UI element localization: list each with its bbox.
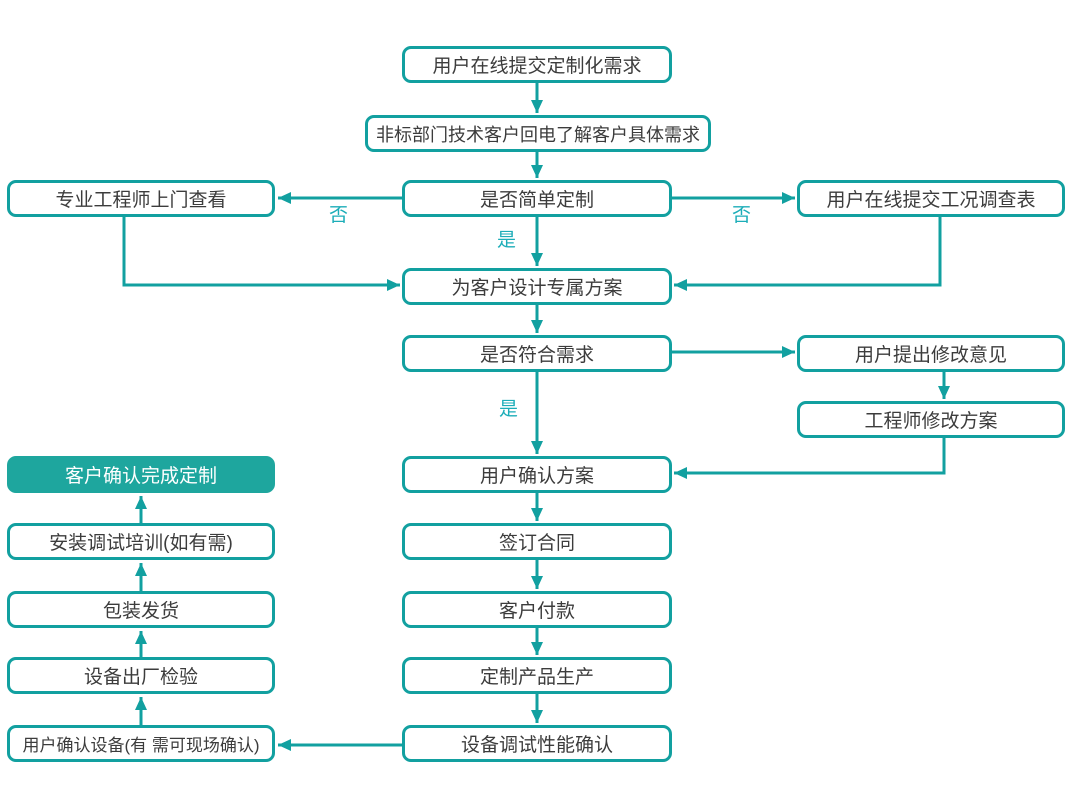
- node-factory-test: 设备出厂检验: [7, 657, 275, 694]
- node-feedback: 用户提出修改意见: [797, 335, 1065, 372]
- node-payment: 客户付款: [402, 591, 672, 628]
- branch-label-yes-meets: 是: [499, 399, 519, 420]
- node-submit-request: 用户在线提交定制化需求: [402, 46, 672, 83]
- node-production: 定制产品生产: [402, 657, 672, 694]
- node-confirm-device: 用户确认设备(有 需可现场确认): [7, 725, 275, 762]
- edge-revise-to-confirmplan: [674, 438, 946, 479]
- node-shipping: 包装发货: [7, 591, 275, 628]
- node-design-plan: 为客户设计专属方案: [402, 268, 672, 305]
- node-simple-check: 是否简单定制: [402, 180, 672, 217]
- edge-survey-to-design: [674, 217, 942, 291]
- branch-label-yes-simple: 是: [497, 230, 517, 251]
- node-callback: 非标部门技术客户回电了解客户具体需求: [365, 115, 711, 152]
- branch-label-no-left: 否: [329, 205, 349, 226]
- node-performance-check: 设备调试性能确认: [402, 725, 672, 762]
- node-revise-plan: 工程师修改方案: [797, 401, 1065, 438]
- node-sign-contract: 签订合同: [402, 523, 672, 560]
- branch-label-no-right: 否: [732, 205, 752, 226]
- edge-visit-to-design: [122, 217, 400, 291]
- node-confirm-plan: 用户确认方案: [402, 456, 672, 493]
- node-engineer-visit: 专业工程师上门查看: [7, 180, 275, 217]
- node-training: 安装调试培训(如有需): [7, 523, 275, 560]
- node-survey-form: 用户在线提交工况调查表: [797, 180, 1065, 217]
- node-complete: 客户确认完成定制: [7, 456, 275, 493]
- node-meets-needs: 是否符合需求: [402, 335, 672, 372]
